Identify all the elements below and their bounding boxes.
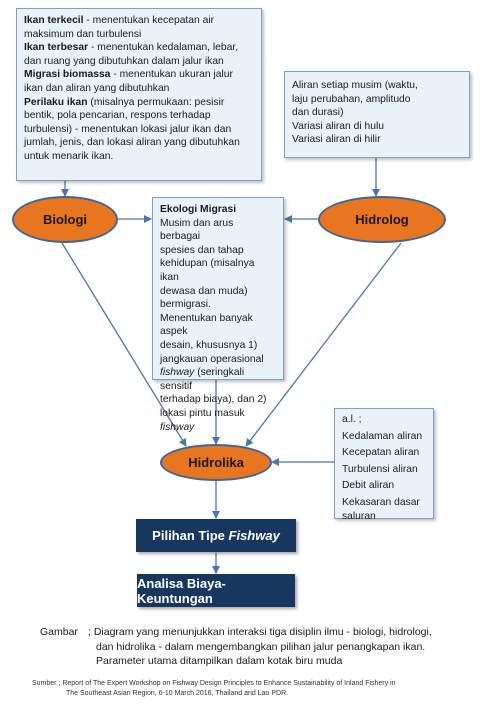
- ekologi-title: Ekologi Migrasi: [160, 204, 237, 215]
- param-text: lokasi pintu masuk: [160, 407, 245, 419]
- node-hidrolika-label: Hidrolika: [188, 455, 244, 470]
- param-text: fishway: [160, 421, 195, 433]
- source-line: Sumber ; Report of The Expert Workshop o…: [32, 680, 396, 687]
- param-text: saluran: [342, 510, 376, 522]
- hidrolika-parameter-box: a.l. ; Kedalaman aliran Kecepatan aliran…: [334, 408, 434, 522]
- biologi-parameter-box: Ikan terkecil - menentukan kecepatan air…: [16, 8, 262, 181]
- param-text: desain, khususnya 1): [160, 339, 258, 351]
- param-ikan-terbesar: Ikan terbesar: [24, 42, 89, 54]
- param-text: jumlah, jenis, dan lokasi aliran yang di…: [24, 137, 240, 149]
- param-text: dewasa dan muda): [160, 285, 248, 297]
- param-text: Variasi aliran di hulu: [292, 120, 384, 132]
- param-text: fishway: [160, 367, 195, 379]
- param-text: spesies dan tahap: [160, 244, 244, 256]
- pilihan-tipe-fishway-bar: Pilihan Tipe Fishway: [136, 519, 296, 552]
- param-text: - menentukan kecepatan air: [83, 15, 215, 26]
- param-text: maksimum dan turbulensi: [24, 28, 142, 40]
- node-hidrolog-label: Hidrolog: [355, 212, 409, 227]
- param-text: laju perubahan, amplitudo: [292, 93, 411, 105]
- param-text: - menentukan ukuran jalur: [110, 69, 233, 81]
- param-perilaku-ikan: Perilaku ikan: [24, 96, 88, 108]
- node-biologi-label: Biologi: [42, 212, 88, 227]
- param-text: bentik, pola pencarian, respons terhadap: [24, 110, 211, 122]
- param-text: jangkauan operasional: [160, 353, 264, 365]
- param-text: a.l. ;: [342, 414, 362, 425]
- node-hidrolog: Hidrolog: [318, 196, 446, 243]
- param-text: bermigrasi.: [160, 299, 211, 311]
- param-text: kehidupan (misalnya ikan: [160, 258, 255, 283]
- hidrolog-parameter-box: Aliran setiap musim (waktu, laju perubah…: [284, 71, 470, 158]
- node-biologi: Biologi: [12, 196, 118, 243]
- param-text: (misalnya permukaan: pesisir: [87, 96, 225, 108]
- arrow-hidrolog-to-hidrolika: [245, 242, 402, 447]
- param-text: Turbulensi aliran: [342, 463, 418, 475]
- figure-caption: ; Diagram yang menunjukkan interaksi tig…: [88, 625, 488, 669]
- pilihan-label: Pilihan Tipe: [152, 528, 229, 543]
- caption-line: Parameter utama ditampilkan dalam kotak …: [96, 655, 343, 667]
- source-note: Sumber ; Report of The Expert Workshop o…: [32, 679, 492, 698]
- source-line: The Southeast Asian Region, 6-10 March 2…: [66, 689, 289, 697]
- pilihan-label-italic: Fishway: [228, 528, 280, 543]
- figure-caption-label: Gambar: [40, 626, 78, 638]
- param-text: Menentukan banyak aspek: [160, 312, 253, 338]
- param-text: untuk menarik ikan.: [24, 150, 114, 162]
- param-text: dan durasi): [292, 107, 344, 119]
- param-text: terhadap biaya), dan 2): [160, 394, 267, 406]
- param-text: Kekasaran dasar: [342, 496, 420, 508]
- analisa-label: Analisa Biaya-Keuntungan: [137, 575, 226, 606]
- param-text: Aliran setiap musim (waktu,: [292, 80, 418, 91]
- arrow-biologi-to-hidrolika: [61, 242, 187, 447]
- param-text: Variasi aliran di hilir: [292, 134, 381, 146]
- param-migrasi-biomassa: Migrasi biomassa: [24, 69, 111, 81]
- caption-line: ; Diagram yang menunjukkan interaksi tig…: [88, 626, 432, 638]
- caption-line: dan hidrolika - dalam mengembangkan pili…: [96, 640, 426, 653]
- node-hidrolika: Hidrolika: [160, 444, 272, 481]
- param-text: (seringkali sensitif: [160, 367, 245, 392]
- param-text: Kedalaman aliran: [342, 430, 423, 442]
- param-text: dan ruang yang dibutuhkan dalam jalur ik…: [24, 55, 224, 67]
- param-text: Debit aliran: [342, 480, 395, 492]
- param-text: Kecepatan aliran: [342, 447, 420, 459]
- analisa-biaya-keuntungan-bar: Analisa Biaya-Keuntungan: [137, 574, 295, 607]
- param-ikan-terkecil: Ikan terkecil: [24, 15, 84, 26]
- ekologi-migrasi-box: Ekologi Migrasi Musim dan arus berbagai …: [152, 197, 284, 433]
- param-text: ikan dan aliran yang dibutuhkan: [24, 82, 170, 94]
- param-text: Musim dan arus berbagai: [160, 217, 234, 243]
- param-text: turbulensi) - menentukan lokasi jalur ik…: [24, 123, 232, 135]
- param-text: - menentukan kedalaman, lebar,: [88, 42, 239, 54]
